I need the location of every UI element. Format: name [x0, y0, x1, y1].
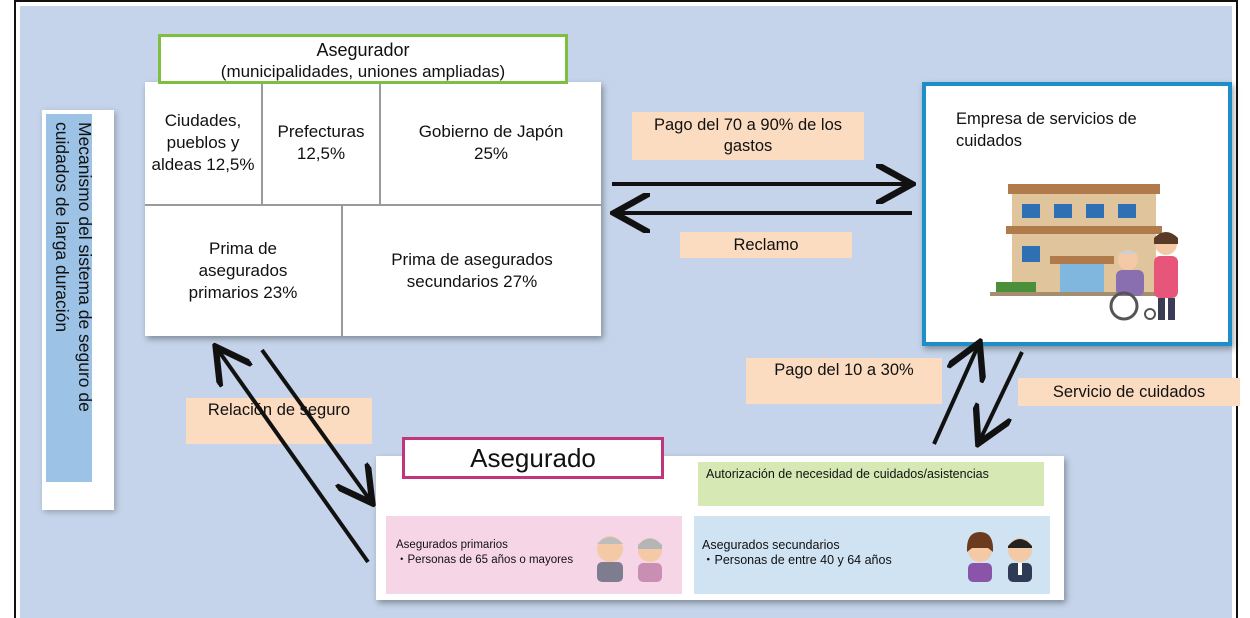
label-payment-costs: Pago del 70 a 90% de los gastos: [632, 112, 864, 160]
cell-cities: Ciudades, pueblos y aldeas 12,5%: [145, 82, 261, 204]
company-title: Empresa de servicios de cuidados: [956, 108, 1206, 152]
middle-aged-couple-icon: [966, 532, 1032, 582]
arrow-insured-to-company: [932, 346, 978, 445]
label-claim: Reclamo: [680, 232, 852, 258]
secondary-insured-desc: ・Personas de entre 40 y 64 años: [702, 553, 892, 567]
vertical-title: Mecanismo del sistema de seguro de cuida…: [52, 122, 95, 412]
authorization-box: Autorización de necesidad de cuidados/as…: [698, 462, 1044, 506]
secondary-insured-title: Asegurados secundarios: [702, 538, 840, 552]
arrow-insured-to-insurer: [218, 350, 370, 564]
caregiver-wheelchair-icon: [1109, 232, 1178, 321]
arrow-insurer-to-insured: [260, 348, 370, 500]
cell-prefectures: Prefecturas 12,5%: [263, 82, 379, 204]
arrow-company-to-insured: [980, 351, 1024, 440]
insured-title: Asegurado: [402, 437, 664, 479]
primary-insured-box: Asegurados primarios ・Personas de 65 año…: [386, 516, 682, 594]
vertical-title-box: [42, 110, 114, 510]
insurer-title: Asegurador: [316, 40, 410, 60]
label-copay: Pago del 10 a 30%: [746, 358, 942, 404]
company-title-text: Empresa de servicios de cuidados: [956, 110, 1137, 150]
cell-secondary-premium: Prima de asegurados secundarios 27%: [343, 206, 601, 336]
cell-primary-premium: Prima de asegurados primarios 23%: [145, 206, 341, 336]
cell-government: Gobierno de Japón 25%: [381, 82, 601, 204]
building-icon: [990, 184, 1176, 296]
label-care-service: Servicio de cuidados: [1018, 378, 1240, 406]
insurer-table: Ciudades, pueblos y aldeas 12,5% Prefect…: [145, 82, 601, 336]
insurer-title-box: Asegurador (municipalidades, uniones amp…: [158, 34, 568, 84]
insurer-subtitle: (municipalidades, uniones ampliadas): [220, 62, 506, 81]
vertical-title-fill: [46, 114, 92, 482]
primary-insured-desc: ・Personas de 65 años o mayores: [396, 554, 574, 566]
primary-insured-title: Asegurados primarios: [396, 539, 508, 551]
elderly-couple-icon: [597, 536, 662, 582]
